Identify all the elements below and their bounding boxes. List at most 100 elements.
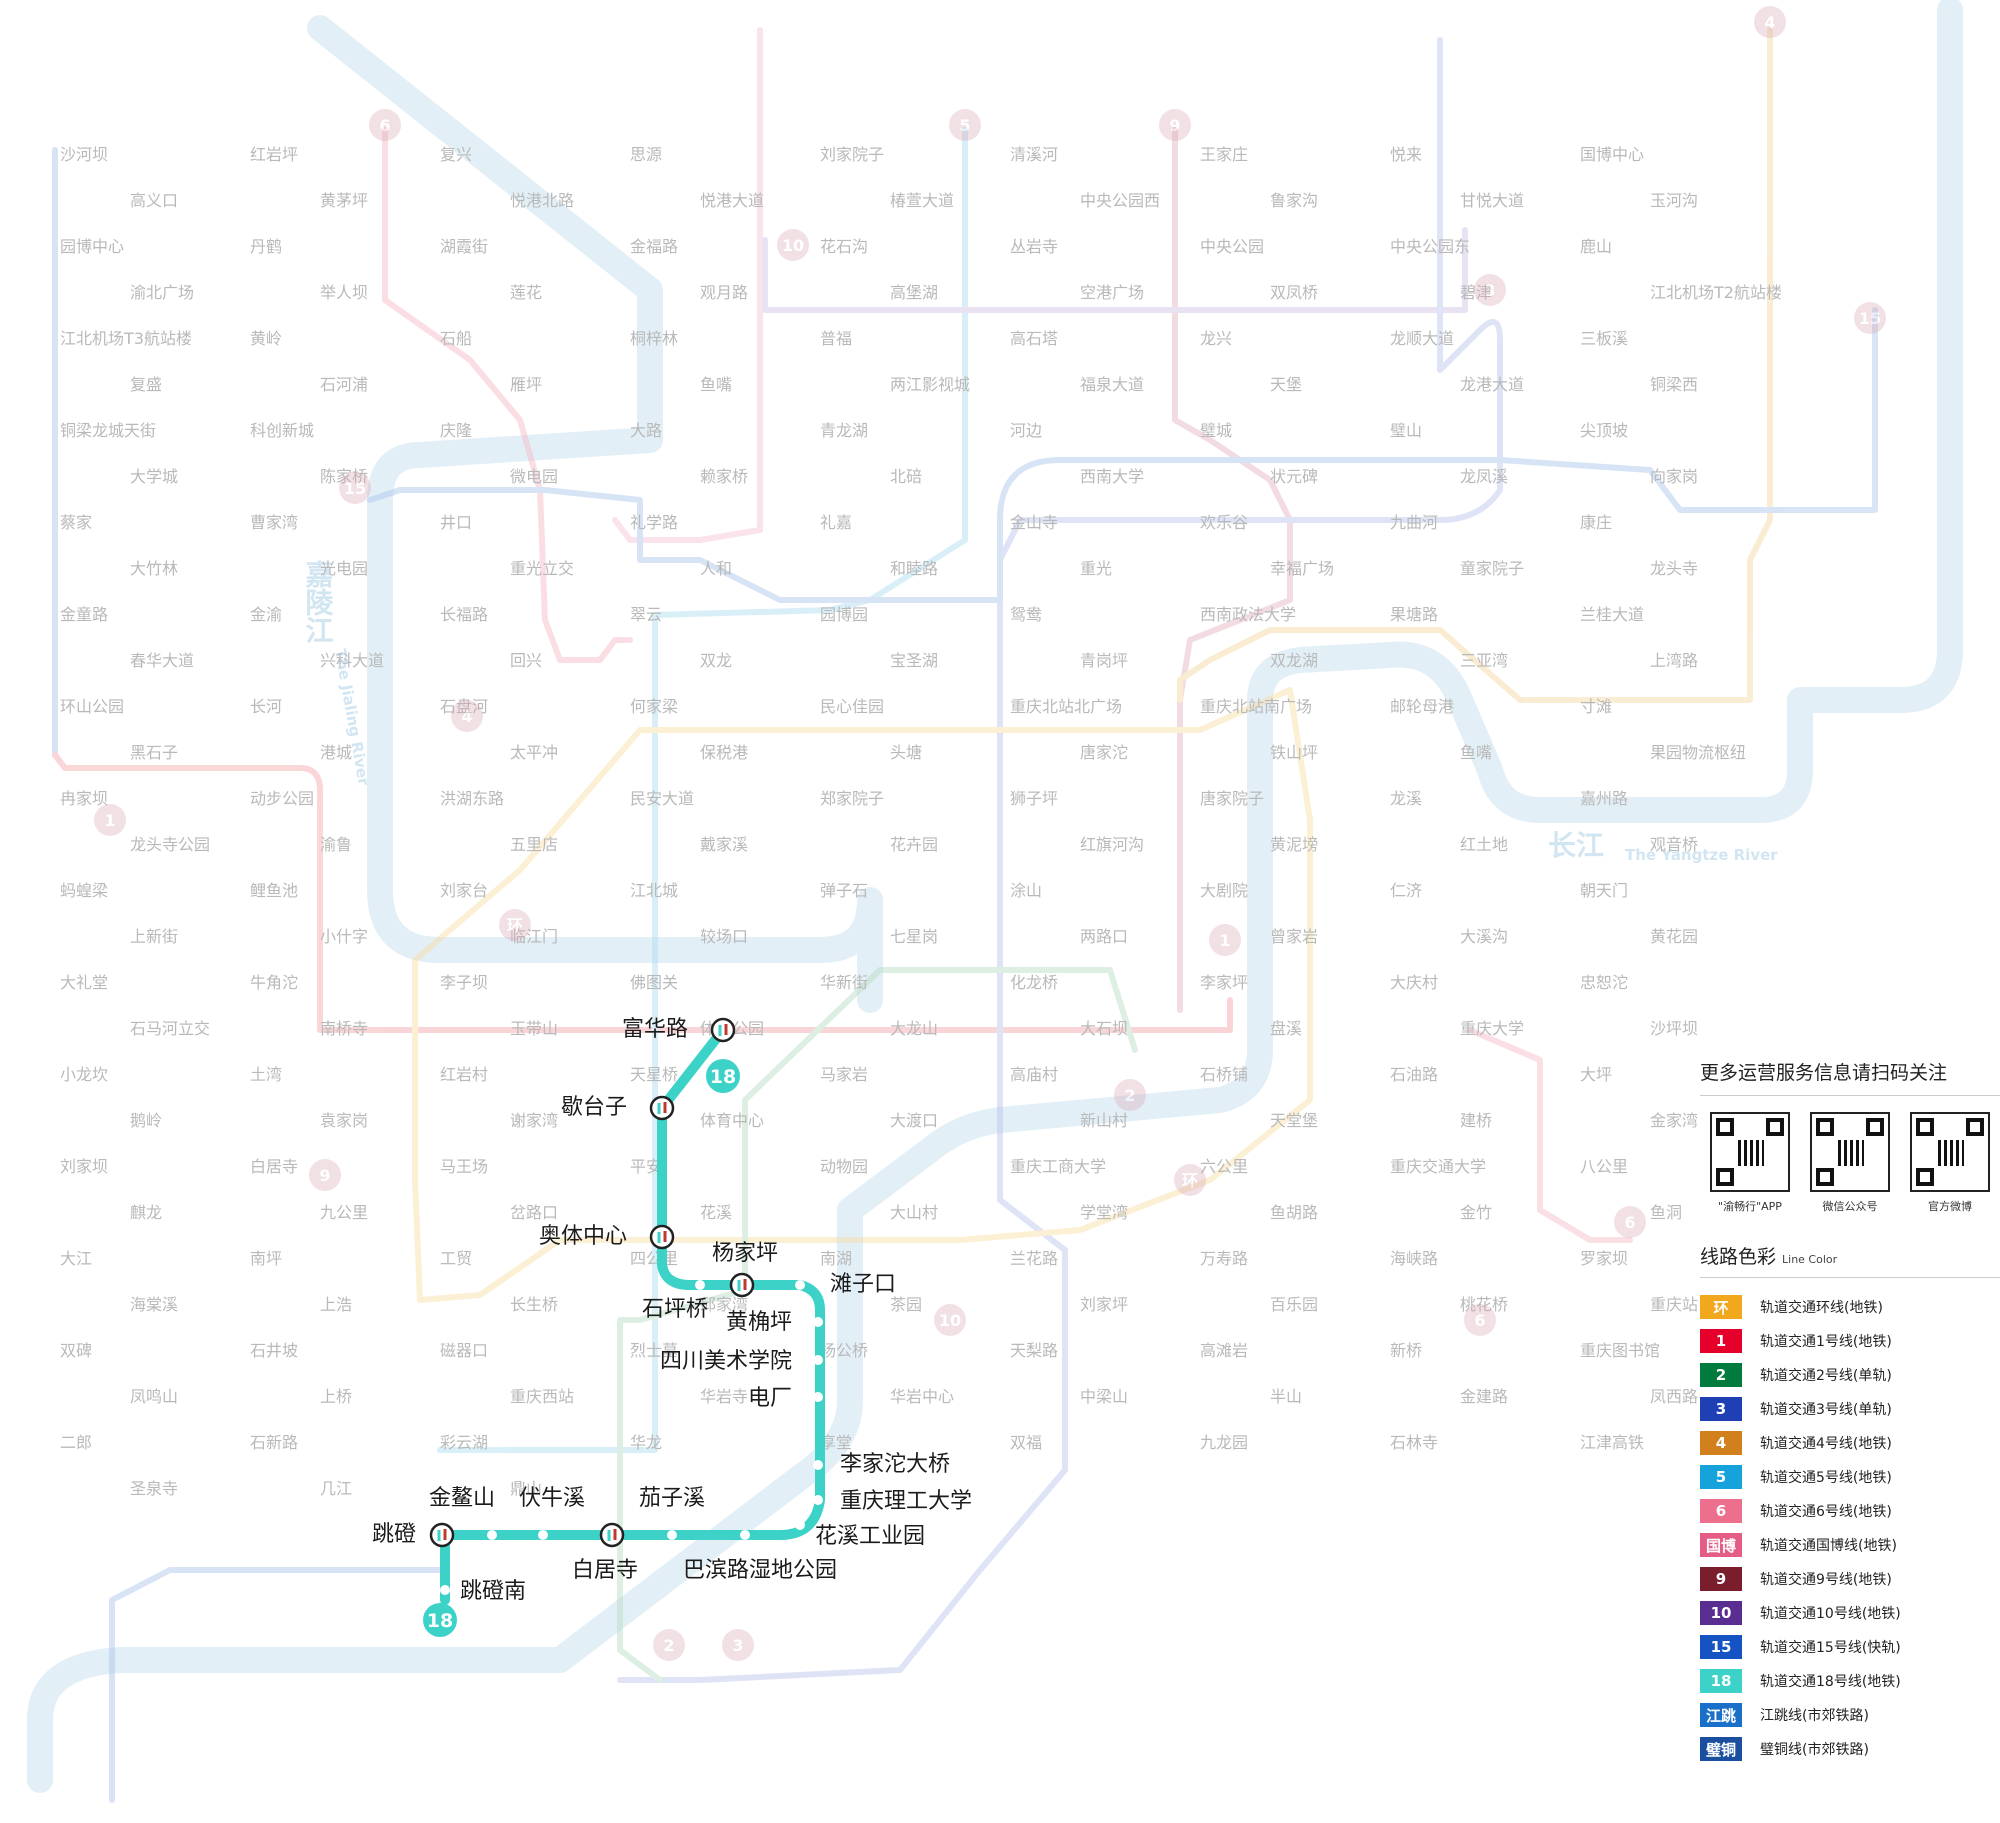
qr-code-app-icon: [1710, 1112, 1790, 1192]
background-station-label: 刘家院子: [820, 145, 884, 164]
qr-caption: "渝畅行"APP: [1718, 1200, 1782, 1213]
background-station-label: 青龙湖: [820, 421, 868, 440]
station-19[interactable]: 跳磴南: [440, 1579, 526, 1604]
background-station-label: 石井坡: [250, 1341, 298, 1360]
qr-app[interactable]: "渝畅行"APP: [1700, 1112, 1800, 1214]
background-station-label: 康庄: [1580, 513, 1612, 532]
background-station-label: 高滩岩: [1200, 1341, 1248, 1360]
station-5[interactable]: 石坪桥: [642, 1280, 708, 1322]
station-14[interactable]: 茄子溪: [639, 1486, 705, 1540]
background-station-label: 鼎山: [510, 1479, 542, 1498]
background-station-label: 兴科大道: [320, 651, 384, 670]
background-station-label: 大庆村: [1390, 973, 1438, 992]
background-station-label: 果塘路: [1390, 605, 1438, 624]
background-station-label: 较场口: [700, 927, 748, 946]
background-station-label: 春华大道: [130, 651, 194, 670]
legend-item: 璧铜璧铜线(市郊铁路): [1700, 1732, 2000, 1766]
legend-name: 轨道交通2号线(单轨): [1760, 1368, 1892, 1384]
background-station-label: 金山寺: [1010, 513, 1058, 532]
background-station-label: 翠云: [630, 605, 662, 624]
station-17[interactable]: 金鳌山: [429, 1486, 497, 1540]
station-16[interactable]: 伏牛溪: [519, 1486, 585, 1540]
background-station-label: 大学城: [130, 467, 178, 486]
background-station-label: 向家岗: [1650, 467, 1698, 486]
background-station-label: 高堡湖: [890, 283, 938, 302]
background-station-label: 复盛: [130, 375, 162, 394]
background-station-label: 袁家岗: [320, 1111, 368, 1130]
station-11[interactable]: 重庆理工大学: [813, 1489, 972, 1514]
svg-text:9: 9: [1169, 116, 1180, 135]
station-2[interactable]: 歇台子: [561, 1095, 675, 1121]
background-station-label: 八公里: [1580, 1157, 1628, 1176]
station-15[interactable]: 白居寺: [572, 1522, 638, 1583]
background-badge: 15: [339, 472, 371, 504]
background-station-label: 重庆北站北广场: [1010, 697, 1122, 716]
background-station-label: 重庆图书馆: [1580, 1341, 1660, 1360]
background-badge: 1: [94, 804, 126, 836]
background-station-label: 九公里: [320, 1203, 368, 1222]
svg-text:2: 2: [1124, 1086, 1135, 1105]
qr-weibo[interactable]: 官方微博: [1900, 1112, 2000, 1214]
background-station-label: 牛角沱: [250, 973, 298, 992]
background-badge: 1: [1209, 924, 1241, 956]
station-label: 电厂: [748, 1386, 792, 1411]
qr-row: "渝畅行"APP 微信公众号 官方微博: [1700, 1112, 2000, 1214]
svg-text:3: 3: [732, 1636, 743, 1655]
background-station-label: 和睦路: [890, 559, 938, 578]
background-station-label: 双龙湖: [1270, 651, 1318, 670]
station-4[interactable]: 杨家坪: [712, 1241, 778, 1298]
station-9[interactable]: 电厂: [748, 1386, 823, 1411]
background-station-label: 长福路: [440, 605, 488, 624]
legend-name: 璧铜线(市郊铁路): [1760, 1742, 1869, 1758]
qr-caption: 微信公众号: [1822, 1200, 1878, 1213]
station-8[interactable]: 四川美术学院: [660, 1349, 823, 1374]
background-station-label: 冉家坝: [60, 789, 108, 808]
background-badge: 10: [777, 229, 809, 261]
background-station-label: 盘溪: [1270, 1019, 1302, 1038]
qr-wechat[interactable]: 微信公众号: [1800, 1112, 1900, 1214]
background-station-label: 悦港大道: [700, 191, 764, 210]
background-station-label: 鱼嘴: [1460, 743, 1492, 762]
station-3[interactable]: 奥体中心: [539, 1224, 675, 1250]
station-13[interactable]: 巴滨路湿地公园: [683, 1530, 837, 1583]
svg-text:6: 6: [379, 116, 390, 135]
station-18[interactable]: 跳磴: [372, 1522, 455, 1548]
background-station-label: 头塘: [890, 743, 922, 762]
background-station-label: 双福: [1010, 1433, 1042, 1452]
background-station-label: 邱家湾: [700, 1295, 748, 1314]
station-label: 跳磴南: [460, 1579, 526, 1604]
svg-text:18: 18: [710, 1066, 736, 1088]
background-station-label: 渝鲁: [320, 835, 352, 854]
background-station-label: 何家梁: [630, 697, 678, 716]
station-7[interactable]: 黄桷坪: [726, 1310, 823, 1335]
background-station-label: 清溪河: [1010, 145, 1058, 164]
background-station-label: 凤鸣山: [130, 1387, 178, 1406]
station-label: 石坪桥: [642, 1297, 708, 1322]
background-station-label: 三板溪: [1580, 329, 1628, 348]
line-5: [437, 127, 968, 1453]
background-station-label: 河边: [1010, 421, 1042, 440]
line-4: [1177, 27, 1773, 703]
background-station-label: 西南政法大学: [1200, 605, 1296, 624]
line-1: [52, 752, 1233, 1033]
station-10[interactable]: 李家沱大桥: [813, 1452, 950, 1477]
station-6[interactable]: 滩子口: [795, 1272, 896, 1297]
background-station-label: 几江: [320, 1479, 352, 1498]
svg-text:6: 6: [1624, 1213, 1635, 1232]
background-station-label: 重庆站: [1650, 1295, 1698, 1314]
station-label: 黄桷坪: [726, 1310, 792, 1335]
background-badge: 4: [1754, 6, 1786, 38]
station-12[interactable]: 花溪工业园: [795, 1520, 925, 1549]
background-station-label: 唐家沱: [1080, 743, 1128, 762]
legend-badge: 9: [1700, 1567, 1742, 1591]
background-station-label: 重光立交: [510, 559, 574, 578]
background-station-label: 石马河立交: [130, 1019, 210, 1038]
background-station-label: 罗家坝: [1580, 1249, 1628, 1268]
background-station-label: 小龙坎: [60, 1065, 108, 1084]
station-1[interactable]: 富华路: [622, 1017, 736, 1043]
background-station-label: 铁山坪: [1270, 743, 1318, 762]
